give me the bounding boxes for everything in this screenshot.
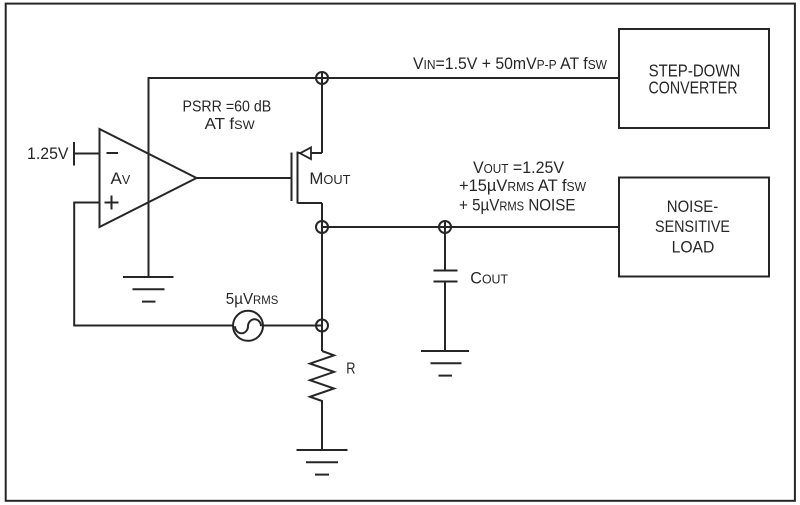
svg-text:5µVRMS: 5µVRMS: [226, 291, 278, 308]
svg-text:MOUT: MOUT: [309, 170, 350, 188]
svg-text:AV: AV: [111, 169, 131, 188]
svg-text:SENSITIVE: SENSITIVE: [655, 217, 730, 236]
svg-text:VIN=1.5V + 50mVP-P AT fSW: VIN=1.5V + 50mVP-P AT fSW: [413, 55, 607, 73]
svg-text:+ 5µVRMS NOISE: + 5µVRMS NOISE: [459, 196, 576, 215]
svg-text:VOUT =1.25V: VOUT =1.25V: [473, 158, 565, 177]
svg-text:R: R: [346, 360, 355, 377]
svg-text:AT fSW: AT fSW: [205, 116, 256, 133]
svg-text:+15µVRMS AT fSW: +15µVRMS AT fSW: [459, 176, 586, 195]
svg-text:STEP-DOWN: STEP-DOWN: [649, 60, 741, 80]
svg-text:PSRR =60 dB: PSRR =60 dB: [183, 99, 272, 116]
svg-text:CONVERTER: CONVERTER: [649, 78, 738, 98]
svg-text:NOISE-: NOISE-: [667, 197, 718, 216]
svg-text:1.25V: 1.25V: [27, 145, 69, 163]
svg-text:COUT: COUT: [470, 269, 508, 288]
svg-text:LOAD: LOAD: [672, 237, 715, 256]
